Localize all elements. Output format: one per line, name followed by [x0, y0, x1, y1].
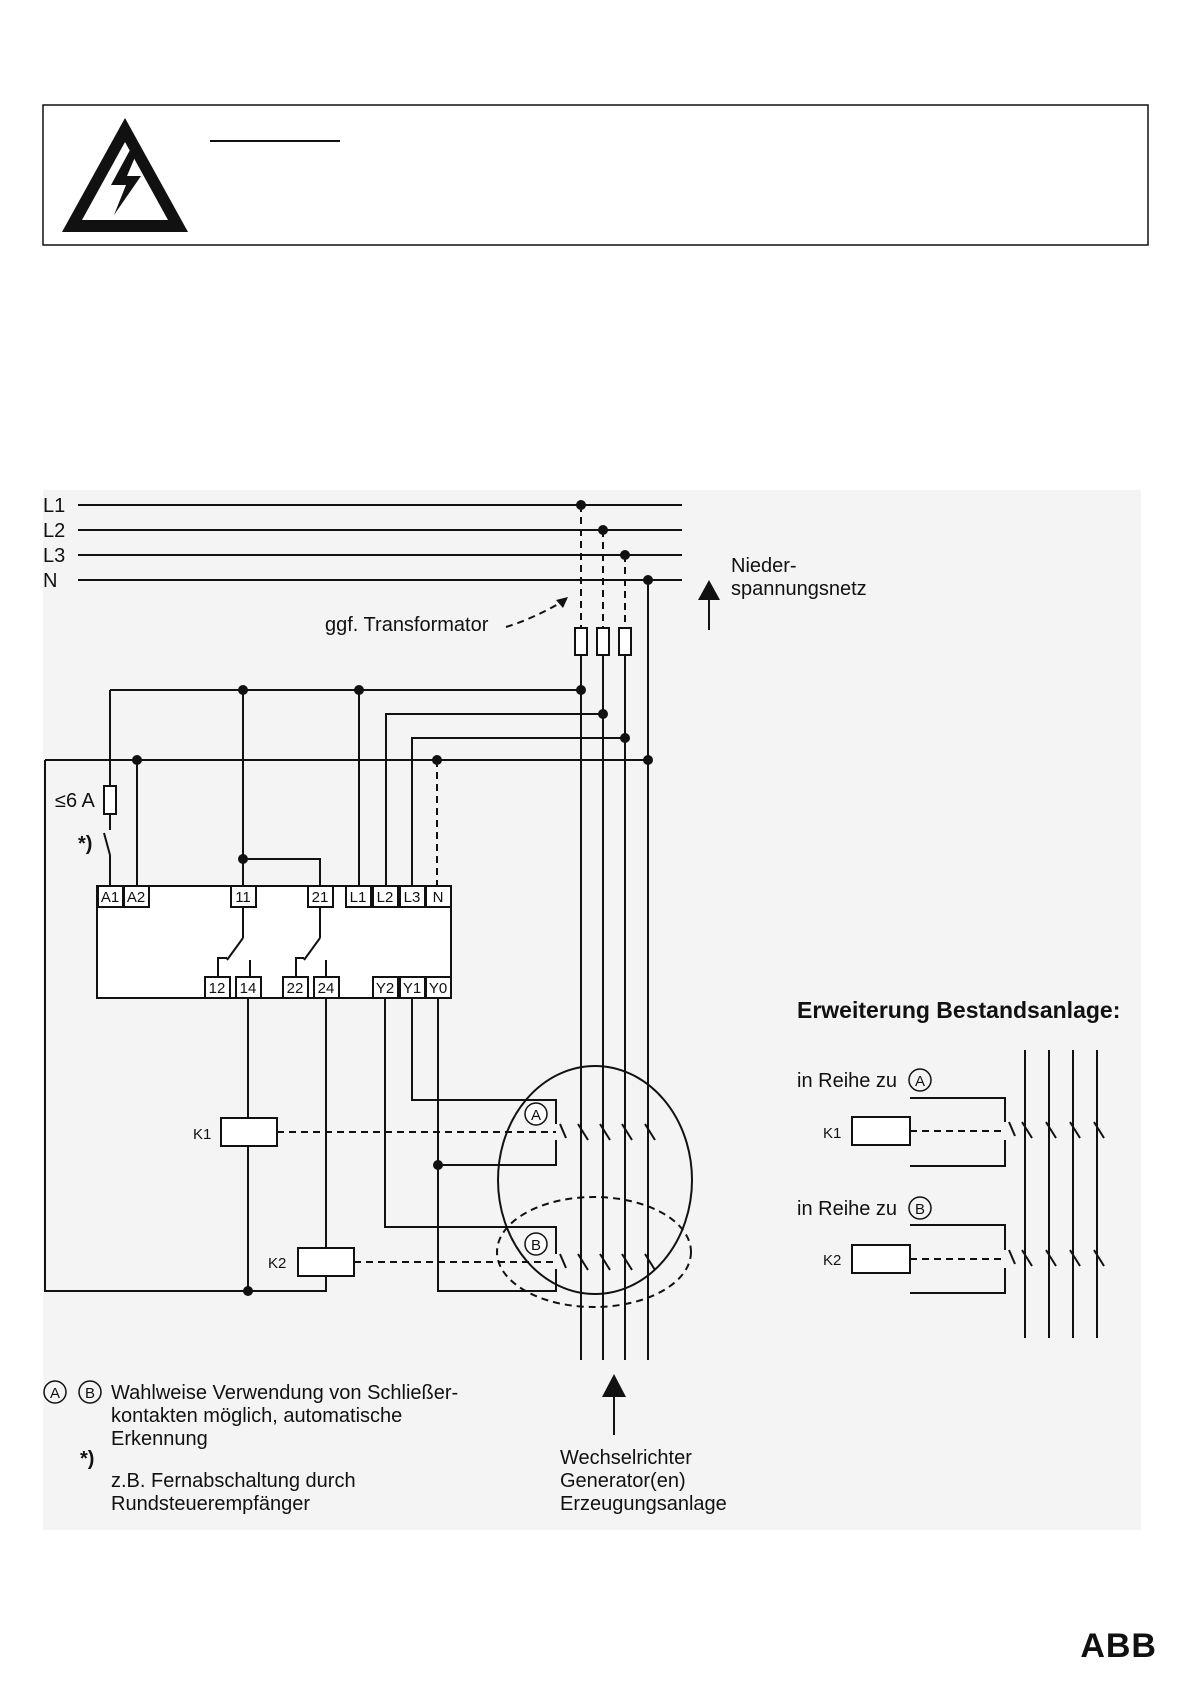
- warning-box: [42, 104, 1149, 246]
- marker-b: [524, 1232, 548, 1256]
- terminal-14: 14: [240, 980, 257, 997]
- legend-ab-line2: kontakten möglich, automatische: [111, 1405, 402, 1427]
- terminal-y2: Y2: [376, 980, 394, 997]
- terminal-11: 11: [235, 889, 251, 906]
- marker-a-letter: A: [531, 1107, 541, 1124]
- bus-label-l2: L2: [43, 520, 65, 542]
- extension-title: Erweiterung Bestandsanlage:: [797, 997, 1120, 1023]
- terminal-21: 21: [312, 889, 329, 906]
- grid-arrow: [698, 580, 720, 630]
- relay-k1-label: K1: [193, 1126, 211, 1143]
- terminal-24: 24: [318, 980, 335, 997]
- extension-k1-label: K1: [823, 1125, 841, 1142]
- diagram-panel: [43, 490, 1141, 1530]
- terminal-y0: Y0: [429, 980, 447, 997]
- extension-series-b-label: in Reihe zu: [797, 1198, 897, 1220]
- relay-k2-label: K2: [268, 1255, 286, 1272]
- transformer: [505, 505, 632, 656]
- star-label: *): [78, 833, 92, 855]
- extension-marker-b-letter: B: [915, 1201, 925, 1218]
- bottom-terminals: 12 14 22 24 Y2 Y1 Y0: [204, 976, 452, 999]
- abb-logo: ABB: [1080, 1627, 1157, 1665]
- terminal-y1: Y1: [403, 980, 421, 997]
- supply-wiring: [44, 685, 653, 1292]
- extension-marker-a-letter: A: [915, 1073, 925, 1090]
- generator-arrow: [602, 1374, 626, 1435]
- terminal-a1: A1: [101, 889, 119, 906]
- terminal-l1: L1: [350, 889, 367, 906]
- extension-marker-a: [908, 1068, 932, 1092]
- legend-star: *): [80, 1448, 94, 1470]
- marker-a: [524, 1102, 548, 1126]
- bus-label-n: N: [43, 570, 57, 592]
- transformer-label: ggf. Transformator: [325, 614, 489, 636]
- monitoring-relay-device: A1 A2 11 21 L1 L2 L3 N 12 14 22 24 Y2 Y1: [96, 885, 452, 999]
- relay-k2-coil: [297, 1247, 355, 1277]
- legend: A B Wahlweise Verwendung von Schließer- …: [43, 1380, 458, 1515]
- terminal-a2: A2: [127, 889, 145, 906]
- marker-b-letter: B: [531, 1237, 541, 1254]
- generator-line1: Wechselrichter: [560, 1447, 692, 1469]
- high-voltage-warning-icon: [62, 118, 188, 232]
- terminal-12: 12: [209, 980, 226, 997]
- internal-contacts: [217, 907, 327, 977]
- group-a-ellipse: [497, 1065, 693, 1295]
- relay-k1-coil: [220, 1117, 278, 1147]
- generator-line2: Generator(en): [560, 1470, 686, 1492]
- grid-label-line2: spannungsnetz: [731, 578, 867, 600]
- terminal-l2: L2: [377, 889, 394, 906]
- bus-label-l3: L3: [43, 545, 65, 567]
- extension-k2-label: K2: [823, 1252, 841, 1269]
- extension-k1-coil: [851, 1116, 911, 1146]
- group-b-ellipse: [496, 1196, 692, 1308]
- contactor-contacts: [559, 1123, 656, 1271]
- legend-star-line1: z.B. Fernabschaltung durch: [111, 1470, 356, 1492]
- bus-label-l1: L1: [43, 495, 65, 517]
- extension-marker-b: [908, 1196, 932, 1220]
- terminal-22: 22: [287, 980, 304, 997]
- fuse-label: ≤6 A: [55, 790, 96, 812]
- legend-marker-a: A: [50, 1385, 60, 1402]
- coil-wiring: K1 K2: [193, 998, 557, 1296]
- legend-ab-line3: Erkennung: [111, 1428, 208, 1450]
- extension-panel: Erweiterung Bestandsanlage: in Reihe zu …: [797, 997, 1120, 1338]
- phase-conductors: [580, 580, 649, 1360]
- legend-ab-line1: Wahlweise Verwendung von Schließer-: [111, 1382, 458, 1404]
- grid-label-line1: Nieder-: [731, 555, 797, 577]
- legend-marker-b: B: [85, 1385, 95, 1402]
- terminal-l3: L3: [404, 889, 421, 906]
- extension-k2-coil: [851, 1244, 911, 1274]
- terminal-n: N: [433, 889, 444, 906]
- extension-series-a-label: in Reihe zu: [797, 1070, 897, 1092]
- generator-line3: Erzeugungsanlage: [560, 1493, 727, 1515]
- legend-star-line2: Rundsteuerempfänger: [111, 1493, 310, 1515]
